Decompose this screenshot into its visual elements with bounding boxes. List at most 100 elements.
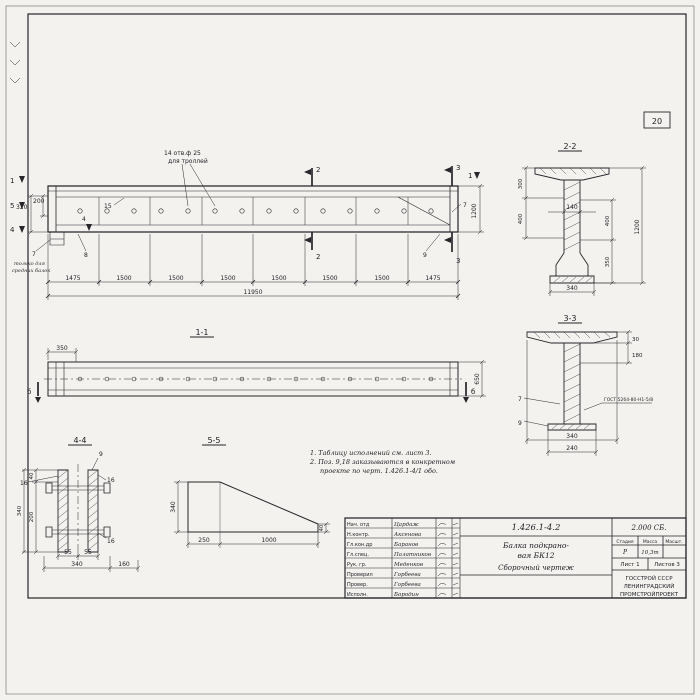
dim-180: 180 <box>632 353 643 359</box>
dim-55-left: 55 <box>64 549 72 556</box>
name-2: Аксенова <box>393 532 421 538</box>
name-3: Баранов <box>393 542 418 548</box>
section-3-3-flange <box>526 331 618 344</box>
dim-1200-section: 1200 <box>634 219 641 234</box>
section-2-2-dim-left <box>522 165 564 241</box>
role-1: Нач. отд <box>347 522 370 528</box>
marker-5-arrow <box>19 202 25 209</box>
section-2-2: 2-2 300 400 140 400 350 1200 340 <box>518 142 646 296</box>
dim-340-bottom-44: 340 <box>71 561 83 568</box>
view-4-4: 4-4 9 16 16 16 55 55 340 160 40 200 340 <box>17 436 141 572</box>
dim-340-section33: 340 <box>566 433 578 440</box>
marker-b-right: б <box>471 388 475 396</box>
dim-300: 300 <box>518 178 524 189</box>
section-2-2-dim-overall <box>594 165 646 286</box>
col-stage: Стадия <box>616 539 634 545</box>
name-1: Цардаж <box>394 522 419 528</box>
name-4: Палатников <box>393 552 431 558</box>
dim-240: 240 <box>566 445 578 452</box>
taper-plate-outline <box>187 481 319 533</box>
role-2: Н.контр. <box>347 532 370 538</box>
doc-number: 1.426.1-4.2 <box>512 523 561 533</box>
note-middle-beams-1: только для <box>14 261 45 267</box>
note-line-3: проекте по черт. 1.426.1-4/1 обо. <box>320 467 438 475</box>
dim-extension-lines <box>47 234 459 300</box>
role-4: Гл.спец. <box>347 552 369 558</box>
hole-callout-line2: для троллей <box>168 158 208 165</box>
dim-16-top-right: 16 <box>107 477 115 484</box>
section-5-5-title: 5-5 <box>207 436 220 445</box>
section-3-3-dim-30 <box>593 329 632 346</box>
dim-segment-8: 1475 <box>425 275 440 282</box>
title-block: 1.426.1-4.2 2.000 СБ. Нач. отд Цардаж Н.… <box>344 517 687 599</box>
view-marker-4-left: 4 <box>10 226 15 234</box>
section-3-3-dim-180 <box>580 343 632 366</box>
dim-1000: 1000 <box>261 537 276 544</box>
dim-1200: 1200 <box>471 203 478 218</box>
dim-total-11950: 11950 <box>243 289 262 296</box>
taper-dim-bottom <box>185 532 321 548</box>
dim-40-left: 40 <box>29 472 35 479</box>
plan-holes <box>77 376 434 382</box>
dim-200-lines <box>40 193 48 219</box>
section-3-3-dim-340 <box>524 340 620 444</box>
dim-250: 250 <box>198 537 210 544</box>
drawing-title-line1: Балка подкрано- <box>502 541 569 550</box>
dim-320: 320 <box>16 204 28 211</box>
taper-dim-340 <box>174 479 188 535</box>
dim-350-lines <box>45 348 79 362</box>
dim-1200-lines <box>458 183 484 235</box>
detail-bolts <box>52 485 104 535</box>
beam-stiffeners <box>98 197 409 225</box>
section-2-2-dim-140 <box>548 209 596 215</box>
detail-leaders <box>27 457 107 539</box>
note-line-1: 1. Таблицу исполнений см. лист 3. <box>310 449 432 457</box>
pos-7-left: 7 <box>32 251 36 258</box>
dim-55-right: 55 <box>84 549 92 556</box>
dim-340-section22: 340 <box>566 285 578 292</box>
dim-segment-4: 1500 <box>220 275 235 282</box>
section-3-3-dim-240 <box>545 430 599 456</box>
signature-squiggles <box>437 522 459 597</box>
pos-9-view44: 9 <box>99 451 103 458</box>
dim-30: 30 <box>632 337 639 343</box>
callout-leaders <box>181 163 216 207</box>
beam-haunch-diagonal <box>397 196 451 226</box>
view-marker-1-left: 1 <box>10 177 14 185</box>
view-4-4-title: 4-4 <box>73 436 86 445</box>
pos-9: 9 <box>423 252 427 259</box>
note-middle-beams-2: средних балок <box>12 267 50 274</box>
stage-value: Р <box>622 549 628 556</box>
dim-15: 15 <box>104 203 112 210</box>
dim-340-section55: 340 <box>170 501 177 513</box>
cut-b-left-arrow <box>35 397 41 403</box>
section-3-3-web <box>563 343 581 424</box>
cut-3-arrow-top <box>444 167 451 173</box>
view-1-1: 1-1 350 650 б б <box>27 328 486 403</box>
role-8: Исполн. <box>347 592 368 598</box>
marker-4-arrow <box>19 226 25 233</box>
outer-border <box>5 5 695 695</box>
mass-value: 10,3т <box>641 550 658 556</box>
weld-note: ГОСТ 5264-80-Н1-5/8 <box>604 397 653 403</box>
dim-400-left: 400 <box>518 213 524 224</box>
section-2-2-base <box>549 275 595 284</box>
doc-code: 2.000 СБ. <box>631 524 667 532</box>
section-marker-2-top: 2 <box>316 166 320 174</box>
cut-2-arrow-top <box>304 169 311 175</box>
dim-350: 350 <box>56 345 68 352</box>
col-scale: Масшт. <box>665 539 682 545</box>
org-line-1: ГОССТРОЙ СССР <box>625 575 673 582</box>
main-elevation-view: 14 отв.ф 25 для троллей 2 2 3 3 1 5 4 1 … <box>10 150 484 300</box>
view-marker-4-inner: 4 <box>82 216 86 223</box>
section-marker-3-top: 3 <box>456 164 460 172</box>
drawing-subtitle: Сборочный чертеж <box>498 564 574 572</box>
dim-160: 160 <box>118 561 130 568</box>
section-marker-2-bottom: 2 <box>316 253 320 261</box>
dim-40-section55: 40 <box>319 525 325 531</box>
dim-350: 350 <box>605 256 611 267</box>
cut-b-right-arrow <box>463 397 469 403</box>
dim-segment-3: 1500 <box>168 275 183 282</box>
plan-flange-edges <box>48 367 458 391</box>
